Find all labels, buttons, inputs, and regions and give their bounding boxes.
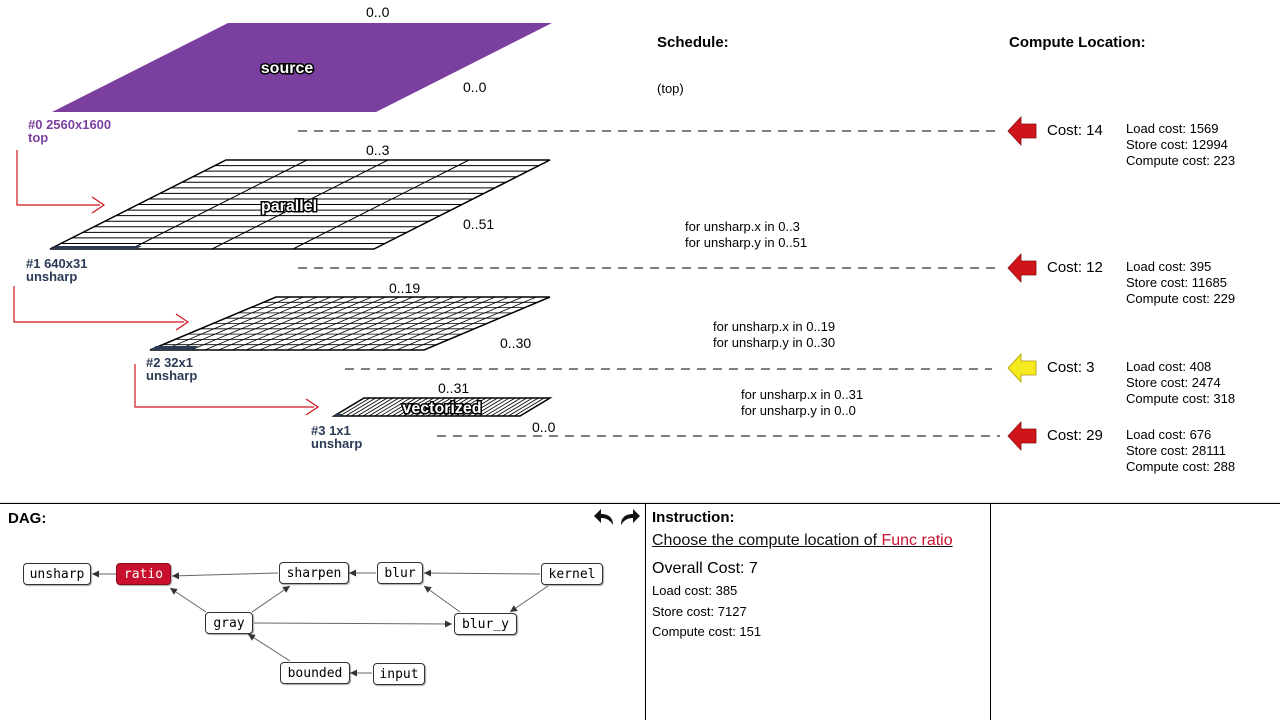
range-y-label: 0..0: [532, 419, 556, 435]
cost-arrow-icon[interactable]: [1007, 252, 1037, 284]
overall-cost: Overall Cost: 7: [652, 560, 758, 577]
range-y-label: 0..51: [463, 216, 495, 232]
overall-load-cost: Load cost: 385: [652, 583, 738, 598]
dag-node-gray[interactable]: gray: [205, 612, 253, 634]
stage-connectors: [13, 150, 320, 416]
cost-arrow-icon[interactable]: [1007, 352, 1037, 384]
dag-edges: [92, 569, 549, 677]
dag-node-sharpen[interactable]: sharpen: [279, 562, 349, 584]
schedule-header: Schedule:: [657, 34, 729, 51]
undo-icon[interactable]: [592, 506, 616, 528]
plane-label-parallel: parallel: [261, 198, 317, 215]
plane-source[interactable]: [52, 23, 552, 112]
range-y-label: 0..0: [463, 79, 487, 95]
overall-store-cost: Store cost: 7127: [652, 604, 747, 619]
range-x-label: 0..19: [389, 280, 421, 296]
range-x-label: 0..31: [438, 380, 470, 396]
instruction-text: Choose the compute location of Func rati…: [652, 532, 953, 549]
range-x-label: 0..3: [366, 142, 390, 158]
dag-node-bounded[interactable]: bounded: [280, 662, 350, 684]
cost-arrow-icon[interactable]: [1007, 420, 1037, 452]
dag-node-ratio[interactable]: ratio: [116, 563, 171, 585]
redo-icon[interactable]: [618, 506, 642, 528]
instruction-panel: Instruction: Choose the compute location…: [645, 504, 991, 720]
compute-location-header: Compute Location:: [1009, 34, 1146, 51]
dag-node-unsharp[interactable]: unsharp: [23, 563, 91, 585]
dashed-guides: [298, 130, 1000, 437]
cost-value[interactable]: Cost: 29: [1047, 427, 1103, 444]
dag-node-blur-y[interactable]: blur_y: [454, 613, 517, 635]
range-x-label: 0..0: [366, 4, 390, 20]
cost-value[interactable]: Cost: 3: [1047, 359, 1095, 376]
plane-label-source: source: [261, 60, 314, 77]
plane-parallel[interactable]: [49, 159, 551, 250]
dag-node-input[interactable]: input: [373, 663, 425, 685]
cost-arrow-icon[interactable]: [1007, 115, 1037, 147]
plane-label-vectorized: vectorized: [402, 400, 481, 417]
func-link[interactable]: Func ratio: [881, 532, 953, 549]
plane-stage-2[interactable]: [149, 296, 551, 351]
overall-compute-cost: Compute cost: 151: [652, 624, 762, 639]
dag-panel: DAG: unsharp ratio sharpen blur: [0, 504, 646, 720]
cost-value[interactable]: Cost: 14: [1047, 122, 1103, 139]
dag-node-kernel[interactable]: kernel: [541, 563, 603, 585]
instruction-title: Instruction:: [652, 509, 735, 526]
schedule-visualization: source parallel vectorized: [0, 23, 1280, 504]
plane-vectorized[interactable]: [331, 397, 553, 417]
cost-value[interactable]: Cost: 12: [1047, 259, 1103, 276]
dag-node-blur[interactable]: blur: [377, 562, 423, 584]
schedule-line: (top): [657, 81, 684, 96]
dag-title: DAG:: [8, 510, 47, 527]
empty-panel: [991, 504, 1280, 720]
range-y-label: 0..30: [500, 335, 532, 351]
